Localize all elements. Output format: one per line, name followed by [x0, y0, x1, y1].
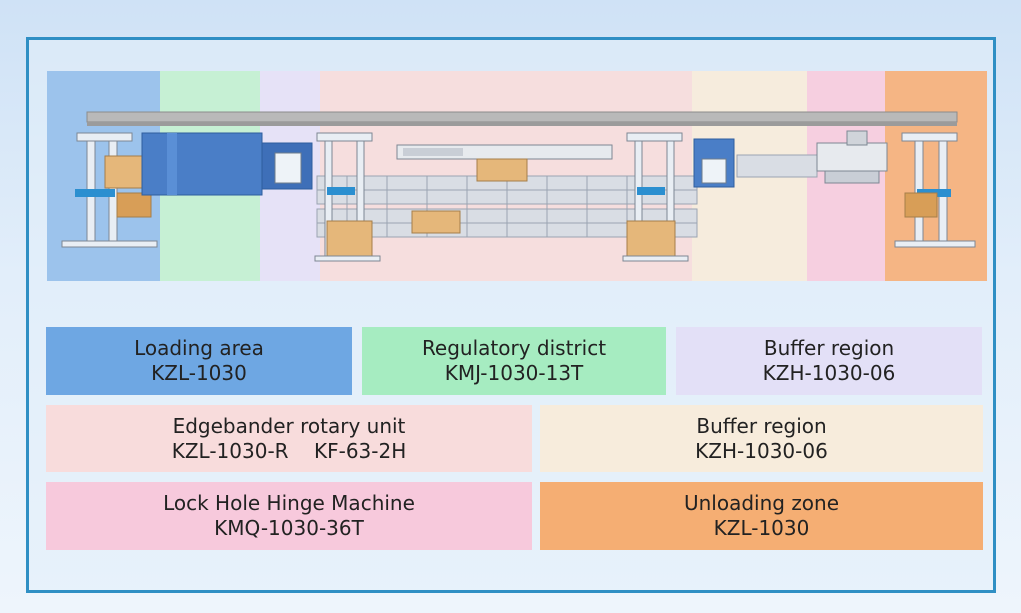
zone-lockhole: Lock Hole Hinge Machine KMQ-1030-36T [46, 482, 532, 550]
production-line-illustration [47, 71, 987, 281]
zone-loading-name: Loading area [134, 336, 264, 360]
loading-gantry [61, 132, 158, 248]
zone-unloading-model: KZL-1030 [713, 516, 810, 540]
edgebander-machine [396, 144, 613, 234]
zone-unloading-name: Unloading zone [683, 491, 840, 515]
zone-buffer-2-name: Buffer region [696, 413, 827, 438]
zone-unloading: Unloading zone KZL-1030 [540, 482, 983, 550]
band-unloading [885, 71, 987, 281]
zone-edgebander-name: Edgebander rotary unit [172, 413, 406, 438]
zone-regulatory: Regulatory district KMJ-1030-13T [362, 327, 666, 395]
transfer-gantry-2 [622, 132, 689, 262]
zone-regulatory-name: Regulatory district [421, 336, 607, 360]
zone-buffer-1-name: Buffer region [763, 336, 895, 360]
transfer-gantry-1 [314, 132, 381, 262]
overhead-rail [86, 111, 958, 123]
regulatory-machine [141, 132, 313, 196]
zone-lockhole-model: KMQ-1030-36T [214, 516, 364, 540]
zone-loading-model: KZL-1030 [151, 361, 247, 385]
overhead-rail-shadow [87, 122, 957, 126]
zone-loading: Loading area KZL-1030 [46, 327, 352, 395]
zone-buffer-1-model: KZH-1030-06 [762, 361, 896, 385]
zone-edgebander-model: KZL-1030-R KF-63-2H [171, 438, 407, 463]
lockhole-machine [816, 130, 888, 184]
zone-regulatory-model: KMJ-1030-13T [444, 361, 584, 385]
zone-buffer-2: Buffer region KZH-1030-06 [540, 405, 983, 472]
zone-edgebander: Edgebander rotary unit KZL-1030-R KF-63-… [46, 405, 532, 472]
buffer-machine [693, 138, 818, 188]
production-line-diagram [47, 71, 987, 281]
zone-buffer-2-model: KZH-1030-06 [695, 438, 828, 463]
unloading-gantry [894, 132, 976, 248]
zone-buffer-1: Buffer region KZH-1030-06 [676, 327, 982, 395]
zone-lockhole-name: Lock Hole Hinge Machine [163, 491, 415, 515]
